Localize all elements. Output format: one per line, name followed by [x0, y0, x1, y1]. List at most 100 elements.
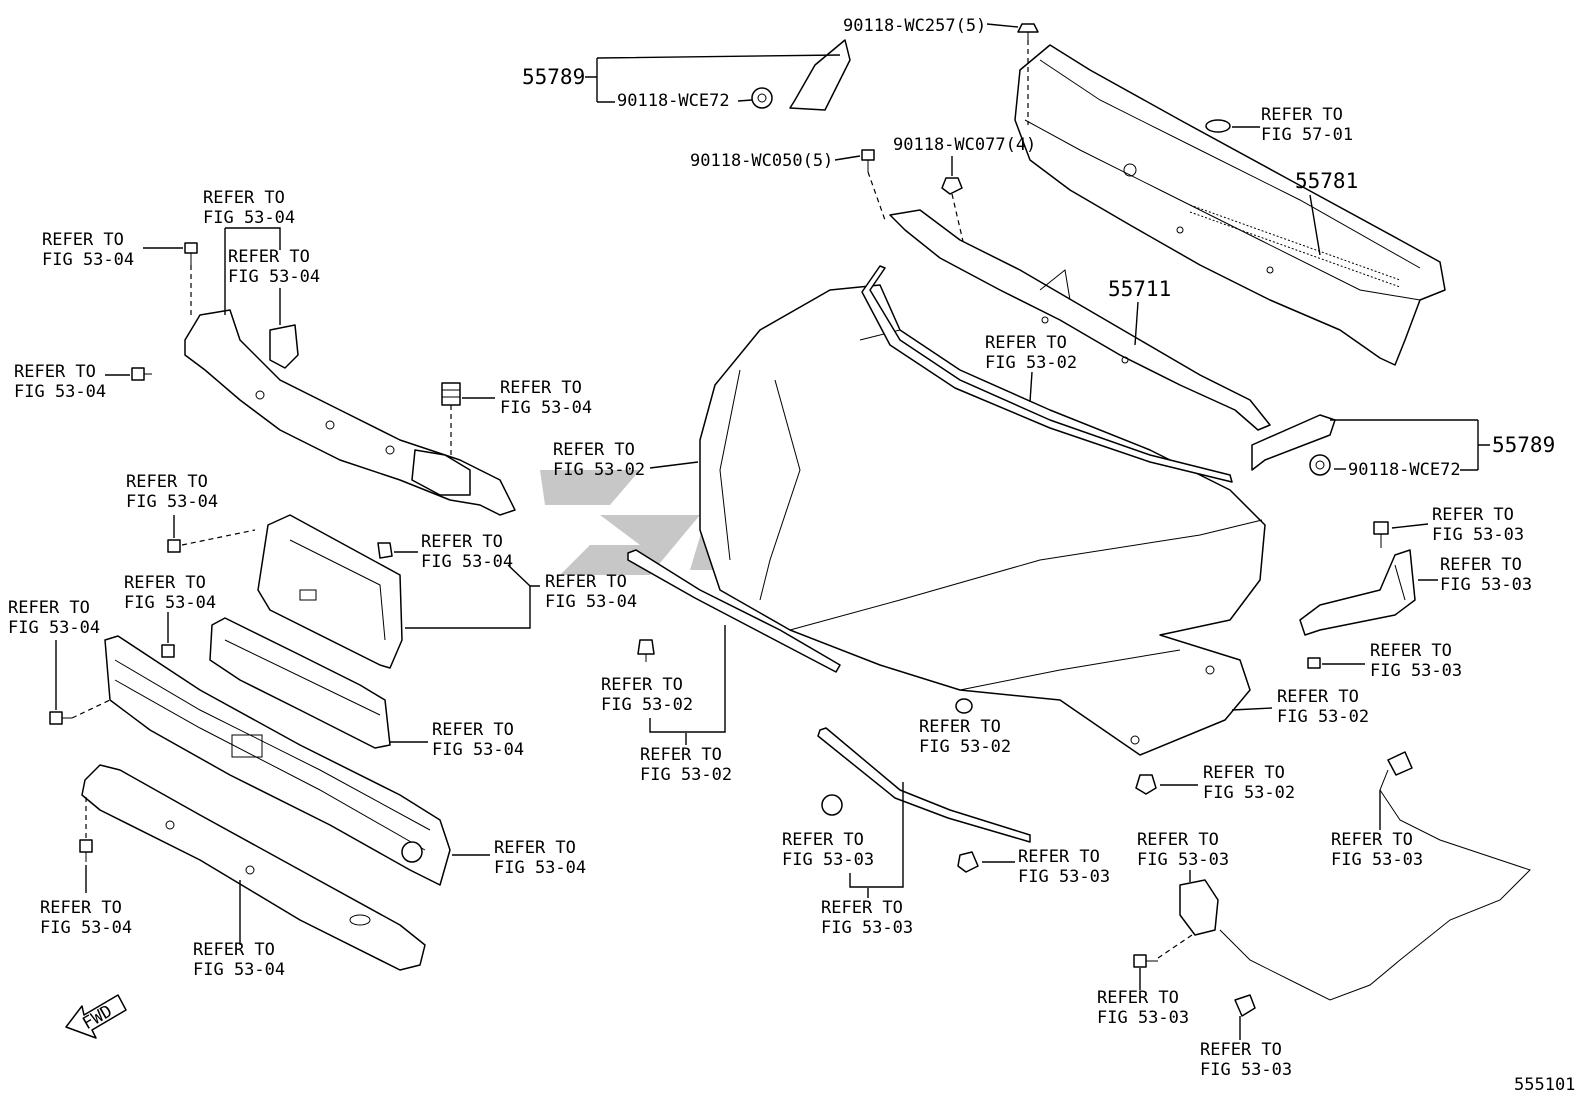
- ref-label-l1: REFER TO: [432, 720, 514, 740]
- ref-label-l1: REFER TO: [640, 745, 722, 765]
- ref-label-l2: FIG 53-02: [553, 460, 645, 480]
- ref-label-l1: REFER TO: [42, 230, 124, 250]
- ref-label-l1: REFER TO: [1261, 105, 1343, 125]
- clip-label-c1: 90118-WC257(5): [843, 16, 986, 36]
- bolt-icon: [1373, 521, 1389, 548]
- ref-label-l1: REFER TO: [228, 247, 310, 267]
- ref-label-l1: REFER TO: [1200, 1040, 1282, 1060]
- ref-label-l1: REFER TO: [1432, 505, 1514, 525]
- hood-hinge[interactable]: [1299, 549, 1416, 636]
- ref-label-l2: FIG 53-04: [42, 250, 134, 270]
- clip-label-c3: 90118-WC050(5): [690, 151, 833, 171]
- clip-icon: [1017, 23, 1039, 40]
- ref-label-l2: FIG 53-02: [919, 737, 1011, 757]
- ref-label-l2: FIG 53-02: [1277, 707, 1369, 727]
- cowl-louver-seal[interactable]: [889, 209, 1271, 431]
- cowl-side-panel-right[interactable]: [1251, 414, 1336, 476]
- ref-label-l2: FIG 53-04: [40, 918, 132, 938]
- ref-label-l2: FIG 53-02: [640, 765, 732, 785]
- hood-release-cable[interactable]: [1219, 751, 1531, 1001]
- ref-label-l1: REFER TO: [545, 572, 627, 592]
- bolt-icon: [861, 149, 875, 172]
- ref-label-l1: REFER TO: [500, 378, 582, 398]
- diagram-id: 555101: [1514, 1075, 1575, 1095]
- rod-holder-icon: [957, 851, 979, 873]
- ref-label-l2: FIG 53-04: [8, 618, 100, 638]
- ref-label-l2: FIG 53-04: [14, 382, 106, 402]
- ref-label-l2: FIG 53-04: [432, 740, 524, 760]
- ref-label-l2: FIG 53-03: [1370, 661, 1462, 681]
- ref-label-l1: REFER TO: [782, 830, 864, 850]
- ref-label-l2: FIG 53-03: [1137, 850, 1229, 870]
- fwd-arrow-icon: FWD: [65, 994, 127, 1039]
- ref-label-l1: REFER TO: [1331, 830, 1413, 850]
- part-number-55781: 55781: [1295, 169, 1358, 193]
- ref-label-l1: REFER TO: [126, 472, 208, 492]
- hood-panel[interactable]: [699, 284, 1266, 756]
- grille-seal[interactable]: [209, 617, 391, 749]
- bumper-reinforcement[interactable]: [104, 635, 451, 886]
- ref-label-l1: REFER TO: [203, 188, 285, 208]
- ref-label-l1: REFER TO: [1018, 847, 1100, 867]
- hood-support-rod[interactable]: [817, 727, 1031, 843]
- ref-label-l1: REFER TO: [919, 717, 1001, 737]
- clip-icon: [1234, 994, 1256, 1017]
- bolt-icon: [161, 644, 175, 658]
- ref-label-l2: FIG 53-04: [421, 552, 513, 572]
- ref-label-l1: REFER TO: [193, 940, 275, 960]
- cowl-top-panel[interactable]: [1014, 44, 1446, 366]
- ref-label-l1: REFER TO: [421, 532, 503, 552]
- clip-label-c2: 90118-WCE72: [617, 91, 730, 111]
- ref-label-l1: REFER TO: [601, 675, 683, 695]
- ref-label-l2: FIG 53-02: [601, 695, 693, 715]
- ref-label-l2: FIG 53-03: [1097, 1008, 1189, 1028]
- ref-label-l1: REFER TO: [494, 838, 576, 858]
- ref-label-l1: REFER TO: [1137, 830, 1219, 850]
- cowl-side-panel-left[interactable]: [751, 39, 851, 111]
- ref-label-l2: FIG 53-03: [782, 850, 874, 870]
- radiator-support-upper[interactable]: [184, 309, 516, 516]
- ref-label-l1: REFER TO: [1440, 555, 1522, 575]
- ref-label-l1: REFER TO: [124, 573, 206, 593]
- ref-label-l2: FIG 53-04: [193, 960, 285, 980]
- ref-label-l1: REFER TO: [821, 898, 903, 918]
- hood-lock[interactable]: [1179, 879, 1219, 936]
- bolt-icon: [131, 367, 152, 381]
- part-number-55789-right: 55789: [1492, 433, 1555, 457]
- ref-label-l2: FIG 53-03: [1331, 850, 1423, 870]
- lower-radiator-support[interactable]: [81, 764, 426, 971]
- ref-label-l1: REFER TO: [1277, 687, 1359, 707]
- ref-label-l1: REFER TO: [1203, 763, 1285, 783]
- bolt-icon: [1133, 954, 1158, 968]
- ref-label-l2: FIG 53-04: [500, 398, 592, 418]
- clip-label-c5: 90118-WCE72: [1348, 460, 1461, 480]
- hood-seal-strip: [861, 265, 1233, 483]
- hood-front-seal: [627, 549, 841, 673]
- ref-label-l1: REFER TO: [985, 333, 1067, 353]
- grommet-icon: [1205, 119, 1231, 133]
- part-number-55789-top: 55789: [522, 65, 585, 89]
- ref-label-l2: FIG 53-02: [1203, 783, 1295, 803]
- ref-label-l2: FIG 53-03: [1200, 1060, 1292, 1080]
- stopper-icon: [441, 382, 461, 406]
- nut-icon: [941, 177, 963, 195]
- clip-icon: [377, 542, 393, 559]
- cushion-icon: [955, 698, 973, 714]
- grommet-icon: [821, 794, 843, 816]
- ref-label-l2: FIG 53-04: [203, 208, 295, 228]
- bolt-icon: [184, 242, 198, 265]
- ref-label-l1: REFER TO: [8, 598, 90, 618]
- ref-label-l2: FIG 53-02: [985, 353, 1077, 373]
- ref-label-l2: FIG 53-03: [1432, 525, 1524, 545]
- ref-label-l2: FIG 53-04: [124, 593, 216, 613]
- part-number-55711: 55711: [1108, 277, 1171, 301]
- pin-icon: [637, 639, 655, 662]
- ref-label-l2: FIG 53-04: [494, 858, 586, 878]
- radiator-air-duct[interactable]: [257, 514, 403, 669]
- clip-label-c4: 90118-WC077(4): [893, 135, 1036, 155]
- bolt-icon: [1307, 657, 1321, 669]
- ref-label-l1: REFER TO: [1097, 988, 1179, 1008]
- bolt-icon: [49, 711, 72, 725]
- bolt-icon: [79, 839, 93, 862]
